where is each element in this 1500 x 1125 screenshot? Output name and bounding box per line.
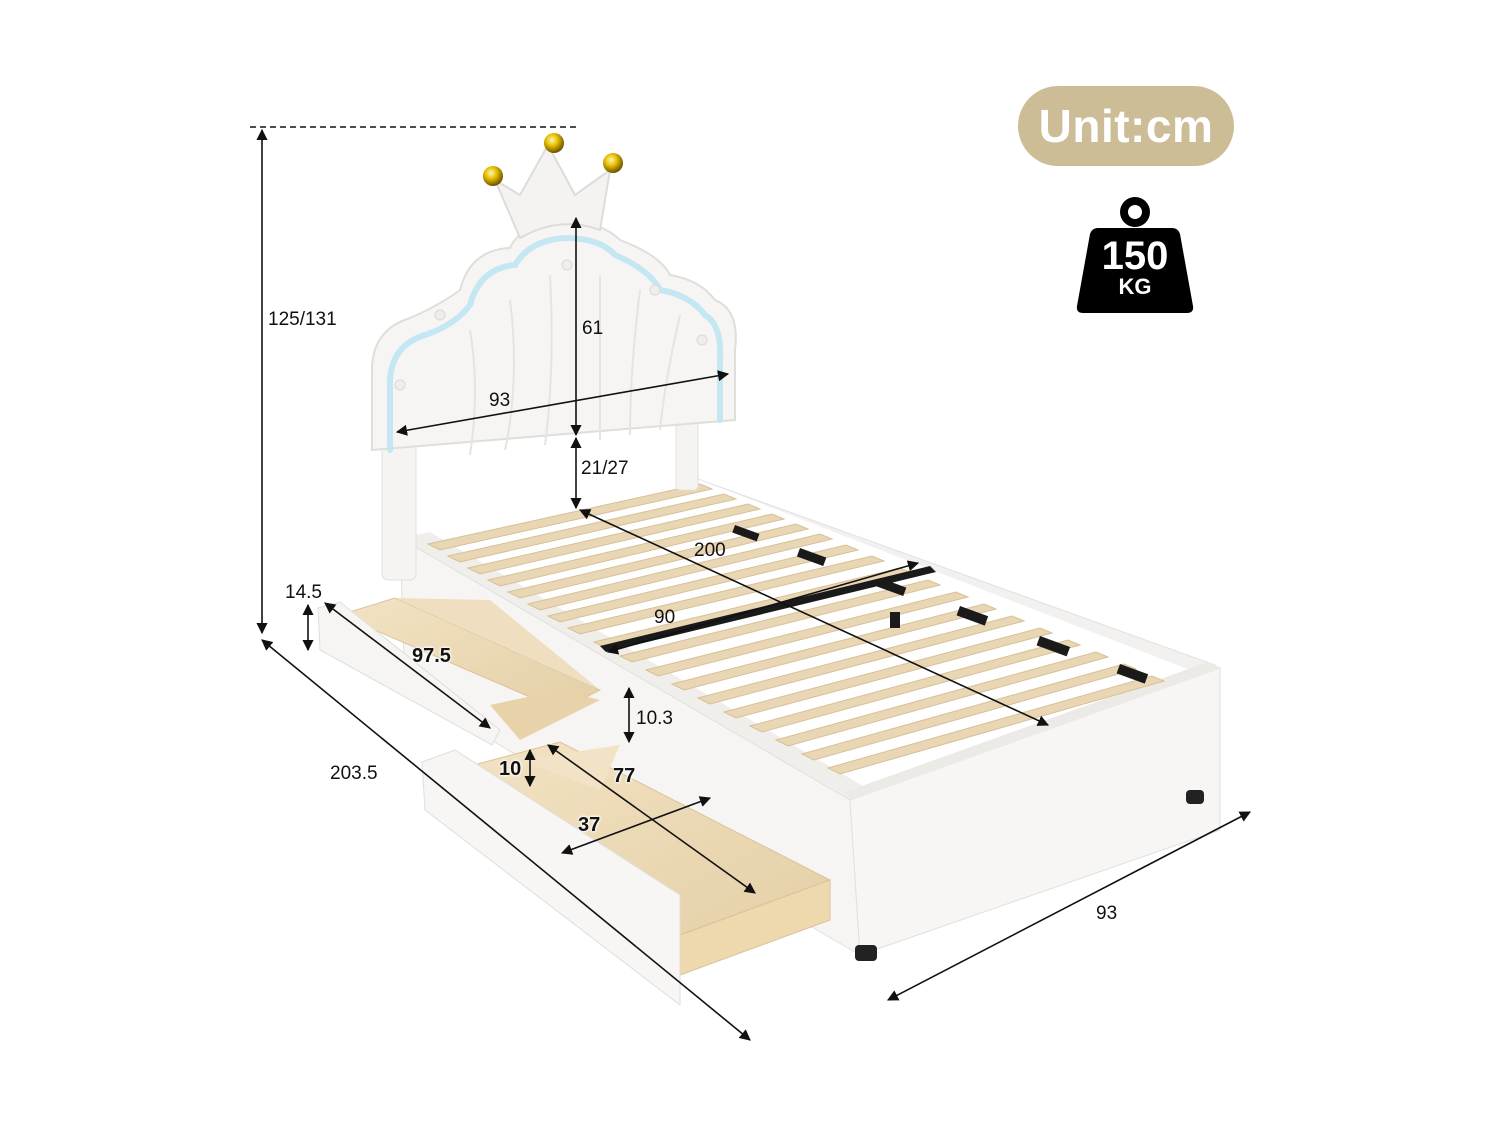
mattress-width-label: 90	[654, 607, 676, 628]
headboard-clearance-label: 21/27	[581, 458, 629, 479]
total-height-label: 125/131	[268, 309, 337, 330]
weight-value: 150	[1101, 234, 1169, 278]
drawer-front-height-label: 14.5	[285, 582, 322, 603]
overall-length-label: 203.5	[330, 763, 378, 784]
drawer-inner-height-label: 10	[499, 758, 522, 780]
weight-unit: KG	[1118, 274, 1152, 299]
mattress-length-label: 200	[694, 540, 726, 561]
gold-knob-left	[483, 166, 503, 186]
crown-ornament	[492, 142, 612, 240]
overall-width-arrow	[887, 811, 1251, 1001]
headboard	[371, 133, 737, 456]
gold-knob-center	[544, 133, 564, 153]
weight-capacity-badge: 150 KG	[1076, 192, 1194, 314]
headboard-width-arrow	[395, 370, 730, 436]
frame-depth-label: 10.3	[636, 708, 673, 729]
overall-width-label: 93	[1096, 903, 1118, 924]
mattress-width-arrow	[606, 560, 920, 655]
dimension-lines	[250, 126, 1251, 1041]
headboard-height-label: 61	[582, 318, 604, 339]
weight-icon	[1076, 197, 1194, 313]
drawer-length-label: 97.5	[412, 645, 451, 667]
drawer-inner-width-label: 37	[578, 814, 601, 836]
headboard-width-label: 93	[489, 390, 511, 411]
gold-knob-right	[603, 153, 623, 173]
drawer-inner-length-label: 77	[613, 765, 636, 787]
unit-badge: Unit:cm	[1018, 86, 1234, 166]
overall-length-arrow	[261, 639, 751, 1041]
